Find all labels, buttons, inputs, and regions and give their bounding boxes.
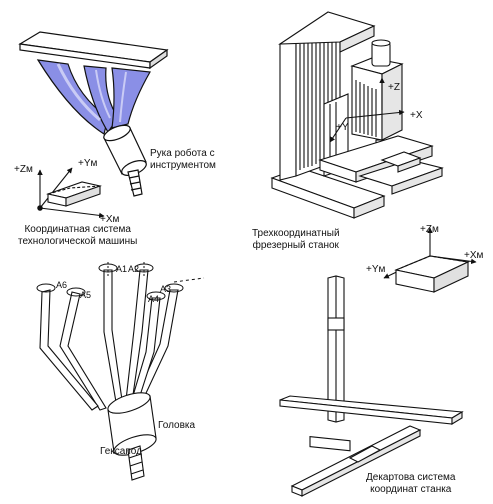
hexapod-joint-a5: A5 bbox=[80, 290, 91, 300]
robot-caption: Рука робота с инструментом bbox=[150, 148, 216, 172]
milling-axis-y-label: +Y bbox=[336, 122, 349, 133]
robot-drill-bit bbox=[127, 169, 143, 197]
robot-arm-segment-right bbox=[111, 67, 151, 129]
hexapod-joint-rotation-marks bbox=[36, 262, 205, 301]
hexapod-joint-a1: A1 bbox=[116, 264, 127, 274]
hexapod-strut-1 bbox=[103, 269, 123, 403]
cartesian-caption-line-2: координат станка bbox=[370, 484, 452, 495]
machine-frame-caption-line-1: Координатная система bbox=[24, 224, 131, 235]
milling-axes bbox=[329, 77, 405, 143]
cartesian-y-beam bbox=[290, 425, 422, 497]
robot-arm-illustration bbox=[18, 31, 169, 197]
hexapod-strut-5 bbox=[59, 291, 107, 411]
cartesian-frame-axis-x-label: +Xм bbox=[464, 250, 484, 261]
hexapod-strut-6 bbox=[39, 289, 99, 411]
cartesian-caption-line-1: Декартова система bbox=[366, 472, 456, 483]
hexapod-joint-a6: A6 bbox=[56, 280, 67, 290]
cartesian-vertical-axis bbox=[327, 275, 345, 423]
machine-frame-caption: Координатная система технологической маш… bbox=[18, 224, 137, 248]
cartesian-coordinate-frame bbox=[383, 227, 477, 293]
hexapod-caption: Гексапод bbox=[100, 446, 142, 457]
machine-coordinate-frame bbox=[37, 167, 105, 219]
hexapod-joint-a3: A3 bbox=[160, 284, 171, 294]
robot-caption-line-2: инструментом bbox=[150, 160, 216, 171]
milling-axis-z-label: +Z bbox=[388, 82, 400, 93]
hexapod-tool bbox=[127, 445, 145, 481]
hexapod-head-label: Головка bbox=[158, 420, 196, 431]
cartesian-x-beam bbox=[279, 395, 464, 452]
milling-axis-x-label: +X bbox=[410, 110, 423, 121]
milling-caption-line-1: Трехкоординатный bbox=[252, 228, 340, 239]
robot-tool-holder bbox=[103, 124, 147, 176]
milling-caption: Трехкоординатный фрезерный станок bbox=[252, 228, 340, 252]
cartesian-frame-axis-y-label: +Yм bbox=[366, 264, 386, 275]
milling-spindle-head bbox=[350, 39, 404, 153]
machine-frame-caption-line-2: технологической машины bbox=[18, 236, 138, 247]
cartesian-machine-illustration bbox=[279, 275, 464, 497]
hexapod-joint-a2: A2 bbox=[128, 264, 139, 274]
milling-caption-line-2: фрезерный станок bbox=[252, 240, 339, 251]
hexapod-illustration bbox=[39, 269, 179, 481]
robot-caption-line-1: Рука робота с bbox=[150, 148, 215, 159]
machine-frame-axis-z-label: +Zм bbox=[14, 164, 33, 175]
robot-arm-segment-left bbox=[36, 59, 109, 135]
hexapod-head bbox=[107, 392, 157, 456]
machine-frame-axis-y-label: +Yм bbox=[78, 158, 98, 169]
milling-machine-illustration bbox=[270, 11, 444, 219]
hexapod-joint-a4: A4 bbox=[148, 294, 159, 304]
cartesian-caption: Декартова система координат станка bbox=[366, 472, 455, 496]
machine-frame-axis-x-label: +Xм bbox=[100, 214, 120, 225]
cartesian-frame-axis-z-label: +Zм bbox=[420, 224, 439, 235]
milling-column bbox=[279, 37, 297, 181]
